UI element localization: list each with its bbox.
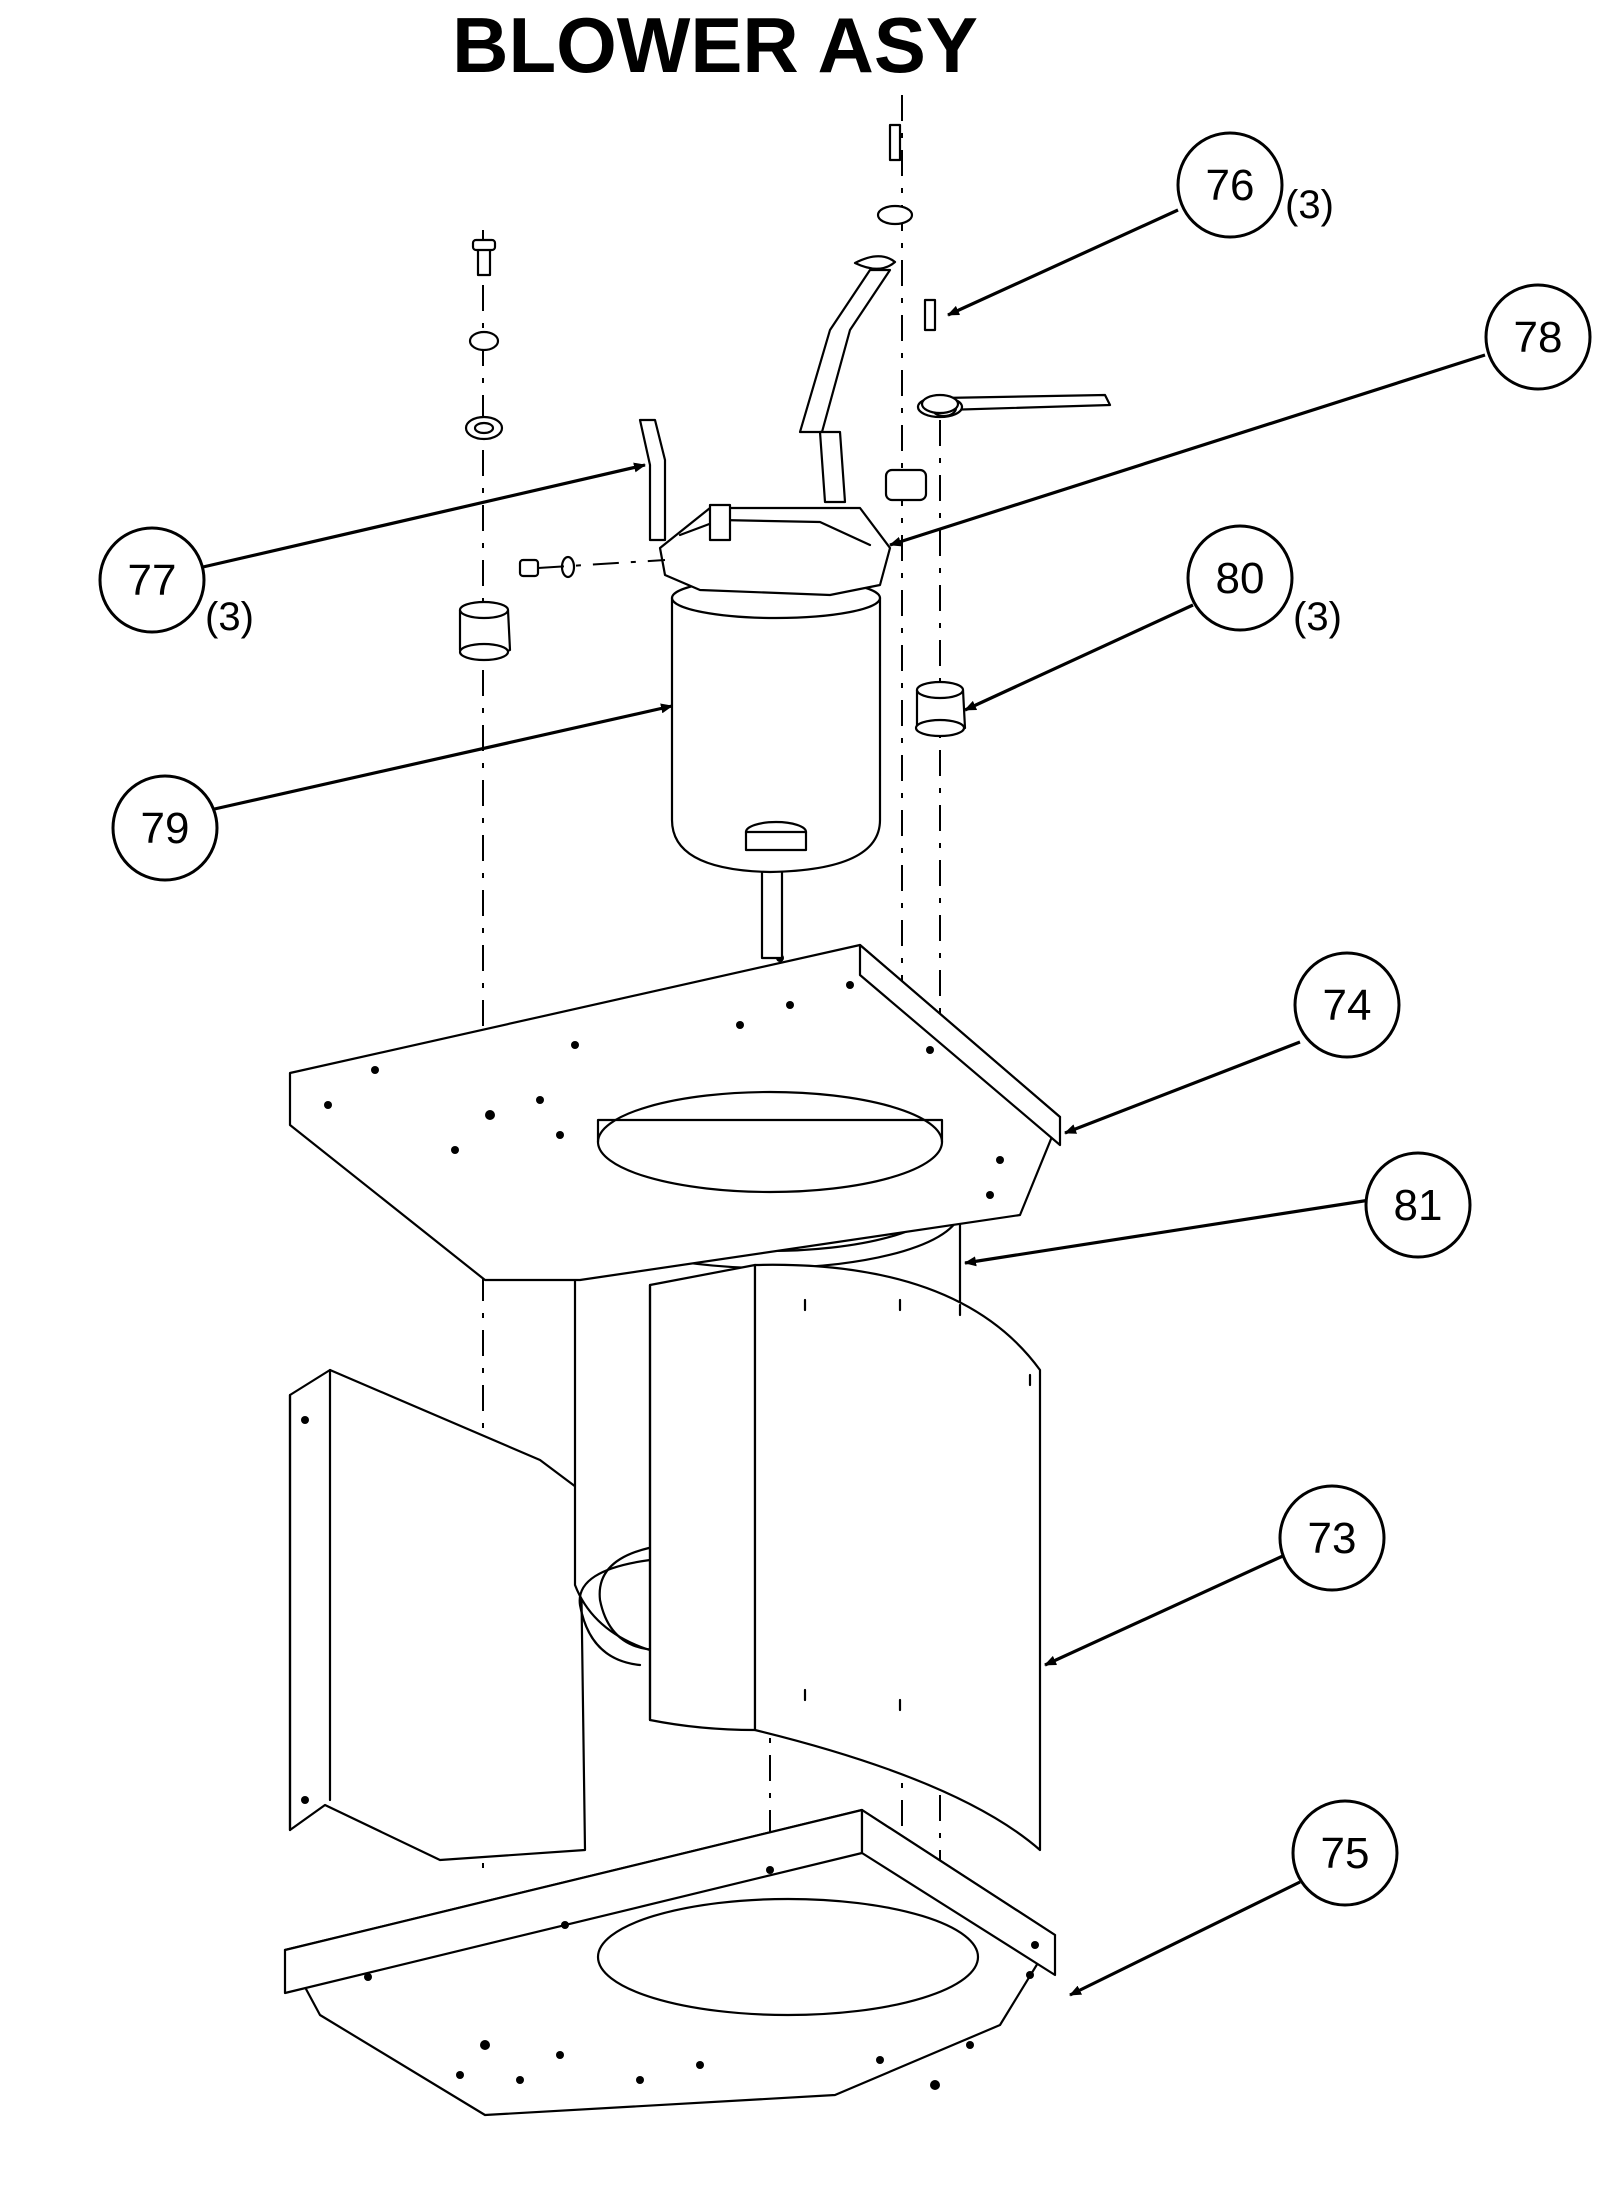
left-isolator-hardware (458, 238, 512, 662)
callout-76-qty: (3) (1285, 183, 1334, 227)
callout-77: 77 (3) (98, 526, 254, 639)
callout-73-number: 73 (1308, 1514, 1357, 1563)
callout-74-number: 74 (1323, 981, 1372, 1030)
callout-76-number: 76 (1206, 161, 1255, 210)
wire-bracket-76 (798, 123, 1112, 504)
isolator-80 (914, 680, 967, 738)
housing-side-panel (288, 1368, 587, 1862)
callout-80-qty: (3) (1293, 595, 1342, 639)
scroll-housing-73 (648, 1263, 1042, 1852)
callout-73: 73 (1278, 1484, 1386, 1592)
motor-79 (670, 576, 882, 960)
callout-77-qty: (3) (205, 595, 254, 639)
callout-78: 78 (1484, 283, 1592, 391)
callout-81-number: 81 (1394, 1181, 1443, 1230)
leader-arrows (202, 208, 1486, 1997)
callout-78-number: 78 (1514, 313, 1563, 362)
callout-80: 80 (3) (1186, 524, 1342, 639)
callout-74: 74 (1293, 951, 1401, 1059)
nut-washer-hardware (518, 555, 666, 579)
callout-81: 81 (1364, 1151, 1472, 1259)
callout-75: 75 (1291, 1799, 1399, 1907)
callout-75-number: 75 (1321, 1829, 1370, 1878)
callout-79: 79 (111, 774, 219, 882)
motor-mount-78 (658, 503, 892, 597)
callout-79-number: 79 (141, 804, 190, 853)
callout-76: 76 (3) (1176, 131, 1334, 239)
diagram-title: BLOWER ASY (452, 1, 978, 89)
callout-77-number: 77 (128, 556, 177, 605)
bottom-plate-75 (283, 1808, 1057, 2117)
callout-80-number: 80 (1216, 554, 1265, 603)
clip-77 (638, 418, 667, 542)
top-plate-74 (288, 943, 1062, 1282)
